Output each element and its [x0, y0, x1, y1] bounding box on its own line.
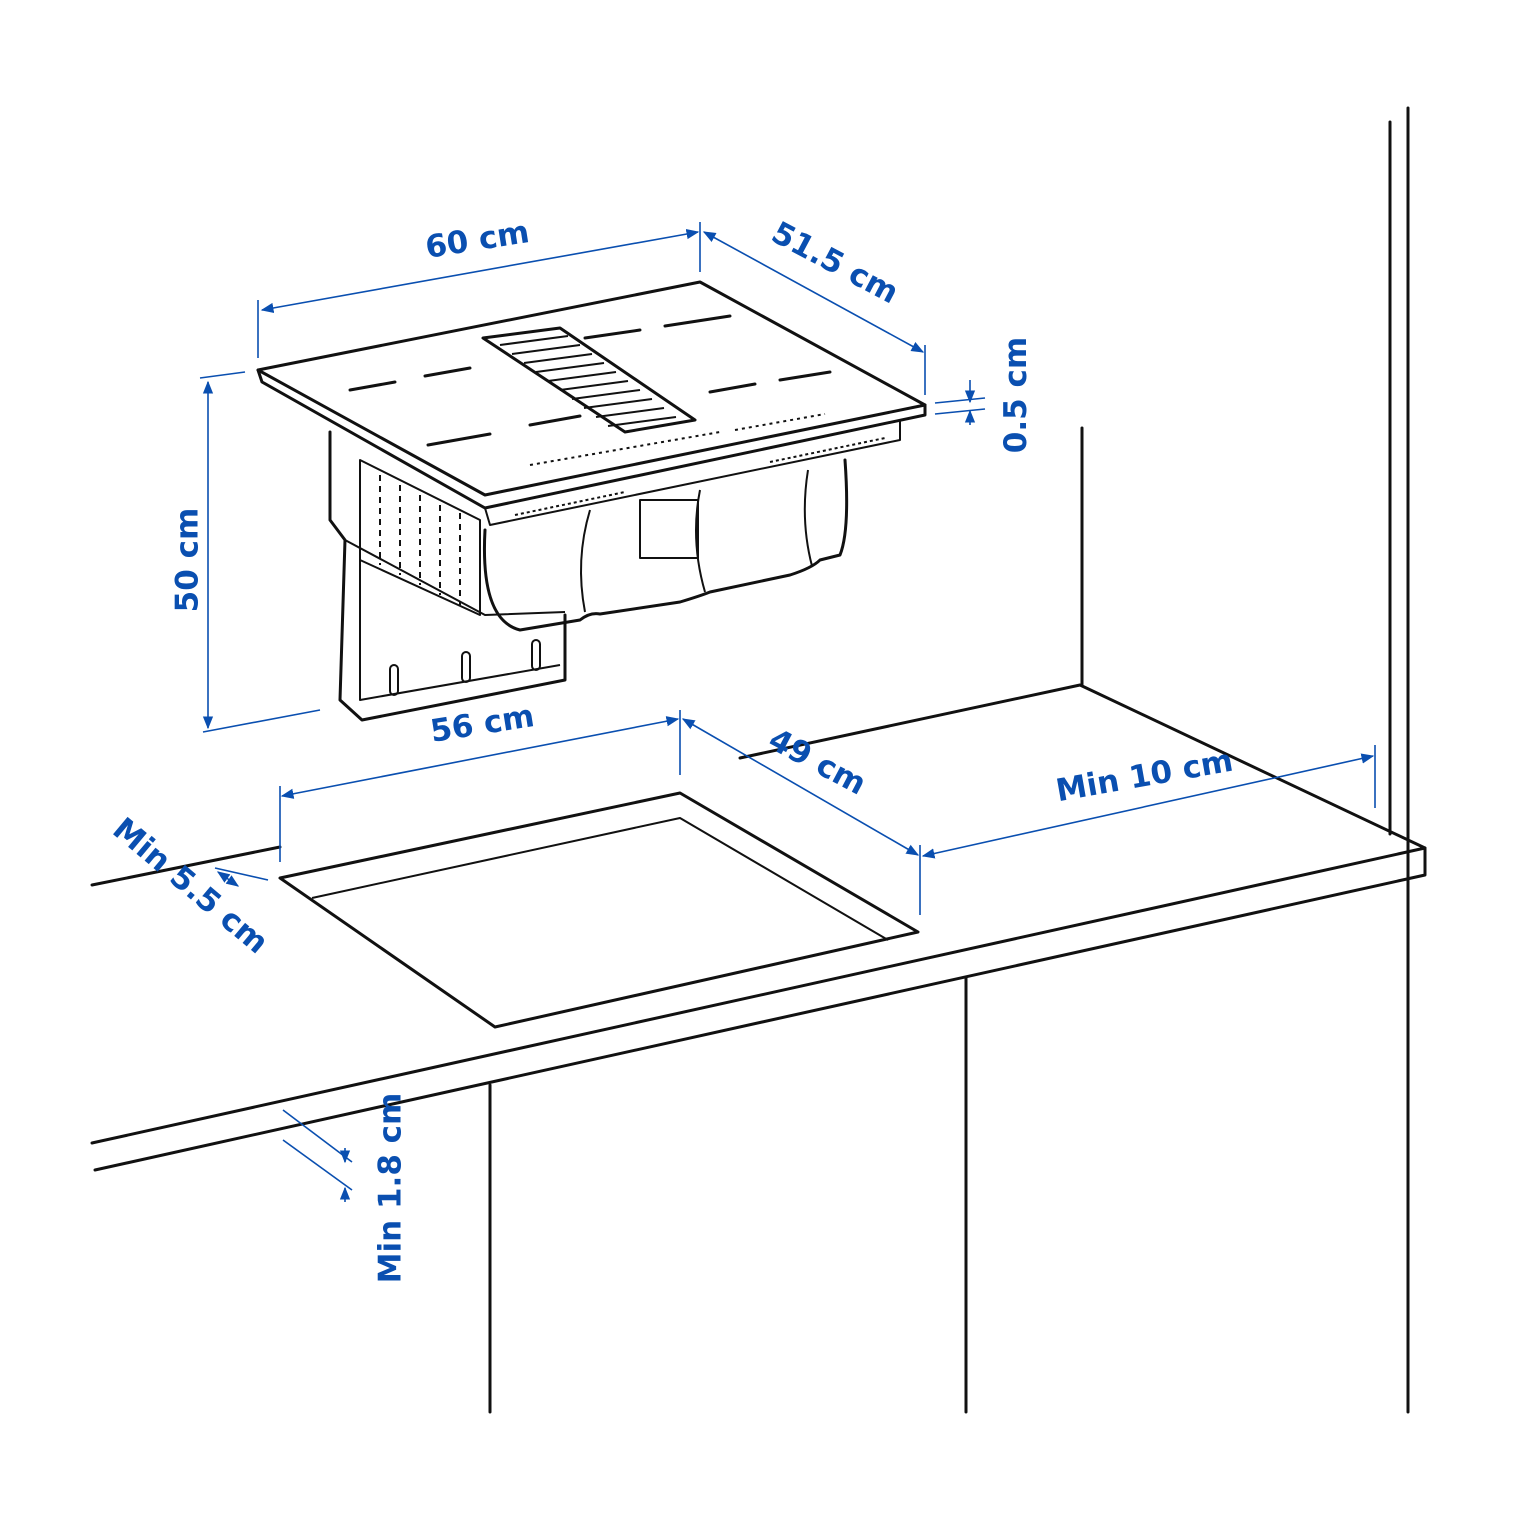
dimension-min-worktop-thickness: Min 1.8 cm [372, 1092, 409, 1284]
walls [1080, 106, 1410, 1414]
dimension-hob-height: 50 cm [169, 507, 206, 613]
side-grille [359, 459, 481, 616]
worktop [90, 683, 1427, 1414]
worktop-cutout [278, 791, 920, 1029]
dimension-hob-thickness: 0.5 cm [998, 336, 1035, 454]
hob-with-extractor [256, 280, 927, 722]
dimension-lines [199, 222, 1376, 1202]
